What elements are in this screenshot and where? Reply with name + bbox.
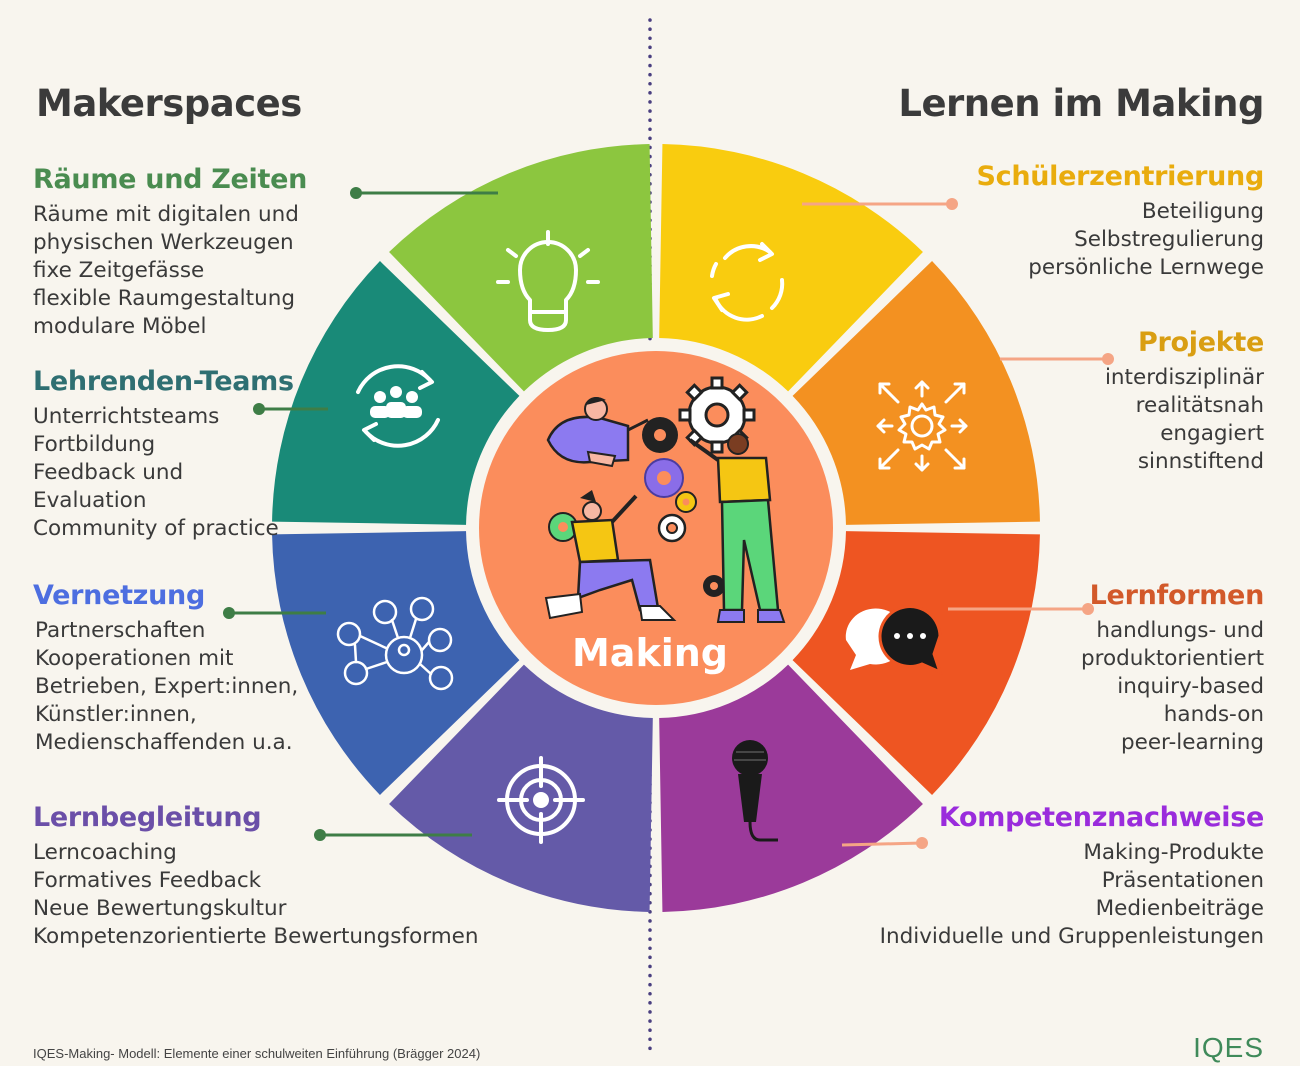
block-items: Lerncoaching Formatives Feedback Neue Be… — [33, 839, 593, 951]
list-item: interdisziplinär — [1104, 365, 1264, 390]
block-title: Schülerzentrierung — [976, 161, 1264, 192]
target-icon — [497, 756, 585, 844]
block-projekte: Projekte interdisziplinär realitätsnah e… — [704, 327, 1264, 476]
segment-lernbegleitung — [389, 664, 653, 912]
network-icon — [336, 596, 454, 691]
list-item: engagiert — [1160, 421, 1264, 446]
connector-dot — [1102, 353, 1114, 365]
block-items: Partnerschaften Kooperationen mit Betrie… — [33, 617, 593, 757]
list-item: Medienschaffenden u.a. — [35, 730, 293, 755]
segment-kompetenznachweise — [659, 664, 923, 912]
connector-dot — [223, 607, 235, 619]
connectors — [223, 187, 1114, 849]
list-item: Formatives Feedback — [33, 868, 262, 893]
footer-caption: IQES-Making- Modell: Elemente einer schu… — [33, 1046, 481, 1061]
block-items: interdisziplinär realitätsnah engagiert … — [704, 364, 1264, 476]
block-title: Lernformen — [1089, 580, 1265, 611]
connector-dot — [946, 198, 958, 210]
brand-logo: IQES — [1193, 1032, 1264, 1063]
list-item: Partnerschaften — [35, 618, 206, 643]
connector-dot — [314, 829, 326, 841]
microphone-icon — [732, 740, 778, 842]
list-item: Individuelle und Gruppenleistungen — [879, 924, 1264, 949]
block-kompetenznachweise: Kompetenznachweise Making-Produkte Präse… — [704, 802, 1265, 951]
block-title: Räume und Zeiten — [33, 164, 308, 195]
list-item: Künstler:innen, — [35, 702, 197, 727]
block-lernformen: Lernformen handlungs- und produktorienti… — [704, 580, 1264, 757]
list-item: Feedback und — [33, 460, 184, 485]
segment-projekte — [792, 261, 1040, 525]
list-item: flexible Raumgestaltung — [33, 286, 295, 311]
list-item: Beteiligung — [1141, 199, 1264, 224]
list-item: Lerncoaching — [33, 840, 177, 865]
people-gears-illustration — [544, 376, 786, 623]
lightbulb-icon — [496, 230, 600, 332]
list-item: modulare Möbel — [33, 314, 207, 339]
list-item: Räume mit digitalen und — [33, 202, 299, 227]
block-raeume-zeiten: Räume und Zeiten Räume mit digitalen und… — [33, 164, 593, 341]
connector-dot — [350, 187, 362, 199]
connector-dot — [253, 403, 265, 415]
list-item: Selbstregulierung — [1074, 227, 1264, 252]
list-item: handlungs- und — [1096, 618, 1264, 643]
speech-bubbles-icon — [845, 605, 943, 675]
list-item: Neue Bewertungskultur — [33, 896, 287, 921]
team-cycle-icon — [356, 364, 440, 448]
list-item: Making-Produkte — [1083, 840, 1264, 865]
makerspaces-heading: Makerspaces — [36, 82, 302, 125]
block-title: Vernetzung — [33, 580, 205, 611]
list-item: peer-learning — [1120, 730, 1264, 755]
connector-dot — [916, 837, 928, 849]
list-item: persönliche Lernwege — [1028, 255, 1264, 280]
list-item: physischen Werkzeugen — [33, 230, 294, 255]
list-item: realitätsnah — [1135, 393, 1264, 418]
block-items: Räume mit digitalen und physischen Werkz… — [33, 201, 593, 341]
list-item: fixe Zeitgefässe — [33, 258, 205, 283]
segment-vernetzung — [272, 531, 520, 795]
block-title: Projekte — [1138, 327, 1264, 358]
list-item: Betrieben, Expert:innen, — [35, 674, 299, 699]
list-item: Kooperationen mit — [35, 646, 234, 671]
segment-schuelerzentrierung — [659, 144, 923, 392]
connector-line — [841, 841, 923, 847]
list-item: produktorientiert — [1080, 646, 1264, 671]
list-item: hands-on — [1163, 702, 1264, 727]
block-title: Lehrenden-Teams — [33, 366, 294, 397]
block-schuelerzentrierung: Schülerzentrierung Beteiligung Selbstreg… — [704, 161, 1264, 282]
list-item: Unterrichtsteams — [33, 404, 220, 429]
list-item: Fortbildung — [33, 432, 156, 457]
learning-heading: Lernen im Making — [898, 82, 1264, 125]
block-title: Kompetenznachweise — [938, 802, 1264, 833]
list-item: sinnstiftend — [1137, 449, 1264, 474]
block-items: handlungs- und produktorientiert inquiry… — [704, 617, 1264, 757]
list-item: inquiry-based — [1117, 674, 1264, 699]
block-items: Beteiligung Selbstregulierung persönlich… — [704, 198, 1264, 282]
list-item: Kompetenzorientierte Bewertungsformen — [33, 924, 479, 949]
refresh-cycle-icon — [710, 242, 785, 322]
block-items: Unterrichtsteams Fortbildung Feedback un… — [33, 403, 593, 543]
list-item: Evaluation — [33, 488, 147, 513]
connector-dot — [1082, 603, 1094, 615]
gear-arrows-icon — [876, 380, 968, 472]
center-label: Making — [572, 631, 728, 675]
block-vernetzung: Vernetzung Partnerschaften Kooperationen… — [33, 580, 593, 757]
block-lehrenden-teams: Lehrenden-Teams Unterrichtsteams Fortbil… — [33, 366, 593, 543]
list-item: Präsentationen — [1101, 868, 1264, 893]
block-lernbegleitung: Lernbegleitung Lerncoaching Formatives F… — [33, 802, 593, 951]
block-title: Lernbegleitung — [33, 802, 262, 833]
list-item: Community of practice — [33, 516, 279, 541]
list-item: Medienbeiträge — [1095, 896, 1264, 921]
block-items: Making-Produkte Präsentationen Medienbei… — [704, 839, 1264, 951]
